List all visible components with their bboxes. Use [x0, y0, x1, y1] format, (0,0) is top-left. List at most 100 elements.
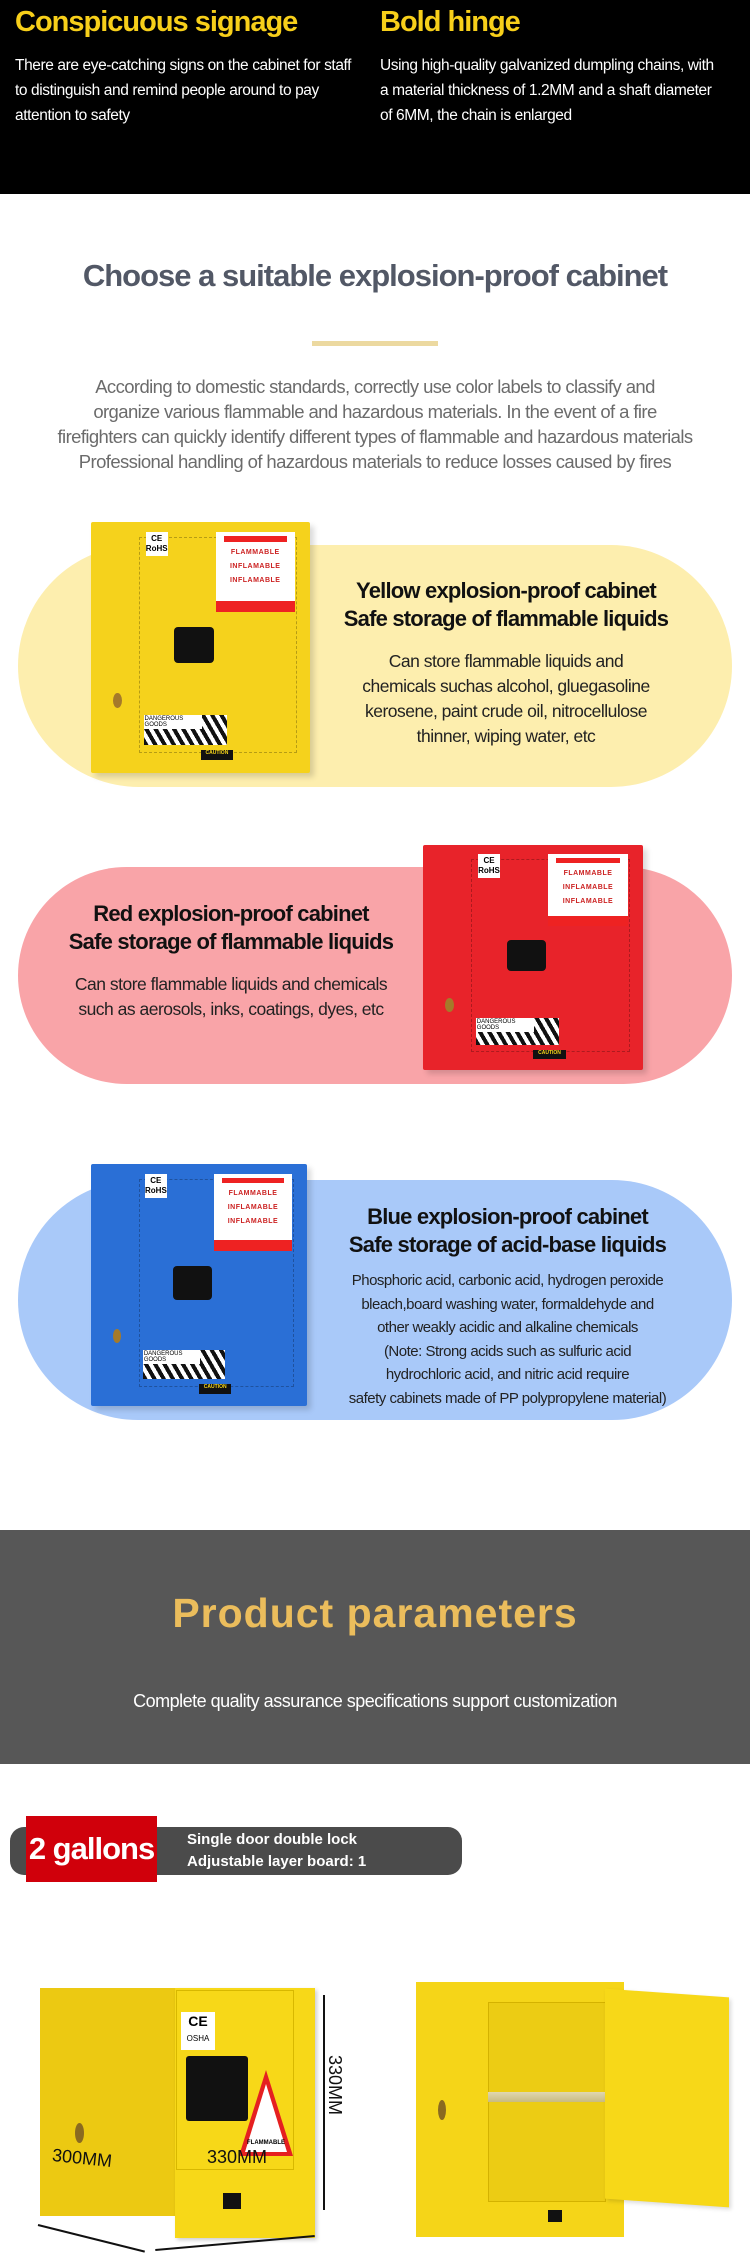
capacity-badge: 2 gallons: [26, 1816, 157, 1882]
dangerous-goods-label: DANGEROUS GOODS: [143, 715, 227, 746]
cabinet-interior: [488, 2002, 606, 2202]
feature-text: of 6MM, the chain is enlarged: [380, 107, 572, 124]
feature-title: Conspicuous signage: [15, 6, 298, 38]
feature-text: Using high-quality galvanized dumpling c…: [380, 57, 714, 74]
width-dimension: 330MM: [207, 2147, 268, 2167]
features-banner: [0, 0, 750, 194]
door-lock-icon: [506, 939, 547, 971]
label-line: FLAMMABLE: [563, 869, 613, 877]
door-lock-icon: [174, 627, 214, 663]
hazard-label: FLAMMABLE INFLAMABLE INFLAMABLE: [214, 1173, 292, 1252]
door-lock-icon: [173, 1265, 212, 1300]
hazard-label: FLAMMABLE INFLAMABLE INFLAMABLE: [215, 532, 295, 613]
label-line: FLAMMABLE: [230, 548, 280, 556]
label-footer: [215, 601, 295, 613]
ce-osha-label: CE OSHA: [181, 2012, 215, 2050]
spec-lock: Single door double lock: [187, 1831, 358, 1848]
height-dimension-line: [323, 1995, 325, 2210]
ground-terminal-icon: [75, 2123, 84, 2143]
feature-hinge: Bold hinge Using high-quality galvanized…: [380, 6, 714, 128]
hazard-label: FLAMMABLE INFLAMABLE INFLAMABLE: [548, 854, 628, 926]
open-cabinet: [416, 1982, 624, 2237]
feature-text: a material thickness of 1.2MM and a shaf…: [380, 82, 712, 99]
label-header: [221, 1177, 285, 1183]
cabinet-side: [40, 1988, 175, 2216]
label-line: INFLAMABLE: [227, 1217, 279, 1225]
feature-text: to distinguish and remind people around …: [15, 82, 319, 99]
cabinet-desc: hydrochloric acid, and nitric acid requi…: [385, 1366, 630, 1383]
dangerous-goods-label: DANGEROUS GOODS: [475, 1018, 560, 1046]
cabinet-desc: Can store flammable liquids and chemical…: [74, 974, 388, 994]
label-line: INFLAMABLE: [227, 1203, 279, 1211]
caution-label: CAUTION: [200, 750, 234, 761]
cabinet-front: CE OSHA FLAMMABLE: [175, 1988, 315, 2238]
ce-mark: CE: [150, 1175, 162, 1185]
label-header: [556, 857, 620, 863]
intro-line: According to domestic standards, correct…: [95, 376, 655, 397]
warning-inner: [245, 2084, 287, 2152]
ce-mark: CE: [188, 2013, 208, 2029]
blue-cabinet-text: Blue explosion-proof cabinet Safe storag…: [330, 1203, 685, 1410]
cabinet-heading: Red explosion-proof cabinet: [93, 901, 369, 926]
caution-label: [223, 2193, 241, 2209]
intro-paragraph: According to domestic standards, correct…: [0, 374, 750, 474]
params-banner: [0, 1530, 750, 1764]
feature-signage: Conspicuous signage There are eye-catchi…: [15, 6, 351, 128]
height-dimension: 330MM: [325, 2055, 345, 2116]
cabinet-desc: (Note: Strong acids such as sulfuric aci…: [383, 1342, 632, 1360]
open-door[interactable]: [605, 1988, 729, 2208]
ce-mark: CE: [483, 856, 495, 865]
section-title: Choose a suitable explosion-proof cabine…: [82, 258, 668, 293]
cabinet-desc: Phosphoric acid, carbonic acid, hydrogen…: [351, 1272, 664, 1289]
intro-line: firefighters can quickly identify differ…: [57, 426, 694, 447]
cabinet-desc: Can store flammable liquids and: [388, 651, 624, 671]
ce-mark: CE: [151, 534, 163, 544]
depth-dimension-line: [37, 2224, 145, 2253]
ground-terminal-icon: [445, 998, 454, 1012]
cabinet-desc: kerosene, paint crude oil, nitrocellulos…: [364, 701, 648, 721]
flammable-sign-text: FLAMMABLE: [247, 2140, 285, 2146]
door-lock-icon: [186, 2056, 248, 2121]
dangerous-goods-text: DANGEROUS GOODS: [475, 1018, 535, 1033]
ground-terminal-icon: [112, 692, 122, 708]
shelf: [488, 2092, 606, 2102]
cabinet-subheading: Safe storage of acid-base liquids: [348, 1232, 667, 1257]
feature-text: attention to safety: [15, 107, 130, 124]
cabinet-subheading: Safe storage of flammable liquids: [343, 606, 669, 631]
cabinet-desc: thinner, wiping water, etc: [416, 726, 596, 746]
cabinet-heading: Blue explosion-proof cabinet: [367, 1204, 649, 1229]
caution-label: CAUTION: [533, 1049, 566, 1059]
cabinet-subheading: Safe storage of flammable liquids: [68, 929, 394, 954]
osha-mark: OSHA: [186, 2034, 210, 2043]
rohs-mark: RoHS: [478, 866, 500, 875]
label-line: INFLAMABLE: [229, 576, 281, 584]
cabinet-desc: chemicals suchas alcohol, gluegasoline: [362, 676, 650, 696]
feature-title: Bold hinge: [380, 6, 521, 38]
label-line: INFLAMABLE: [562, 883, 614, 891]
label-line: FLAMMABLE: [228, 1189, 278, 1197]
dangerous-goods-text: DANGEROUS GOODS: [143, 715, 202, 730]
ground-terminal-icon: [438, 2100, 446, 2120]
intro-line: organize various flammable and hazardous…: [93, 401, 657, 422]
label-header: [223, 535, 287, 542]
divider: [312, 341, 438, 346]
red-cabinet-text: Red explosion-proof cabinet Safe storage…: [40, 900, 422, 1022]
cabinet-desc: bleach,board washing water, formaldehyde…: [361, 1295, 654, 1313]
label-footer: [214, 1240, 292, 1252]
label-line: INFLAMABLE: [229, 562, 281, 570]
label-line: INFLAMABLE: [562, 897, 614, 905]
cabinet-desc: safety cabinets made of PP polypropylene…: [348, 1389, 667, 1407]
dangerous-goods-label: DANGEROUS GOODS: [142, 1350, 225, 1380]
feature-text: There are eye-catching signs on the cabi…: [15, 57, 352, 74]
rohs-mark: RoHS: [145, 544, 168, 554]
cabinet-desc: such as aerosols, inks, coatings, dyes, …: [78, 999, 384, 1019]
params-title: Product parameters: [172, 1590, 578, 1636]
ground-terminal-icon: [112, 1328, 122, 1344]
intro-line: Professional handling of hazardous mater…: [78, 451, 672, 472]
cabinet-heading: Yellow explosion-proof cabinet: [356, 578, 657, 603]
